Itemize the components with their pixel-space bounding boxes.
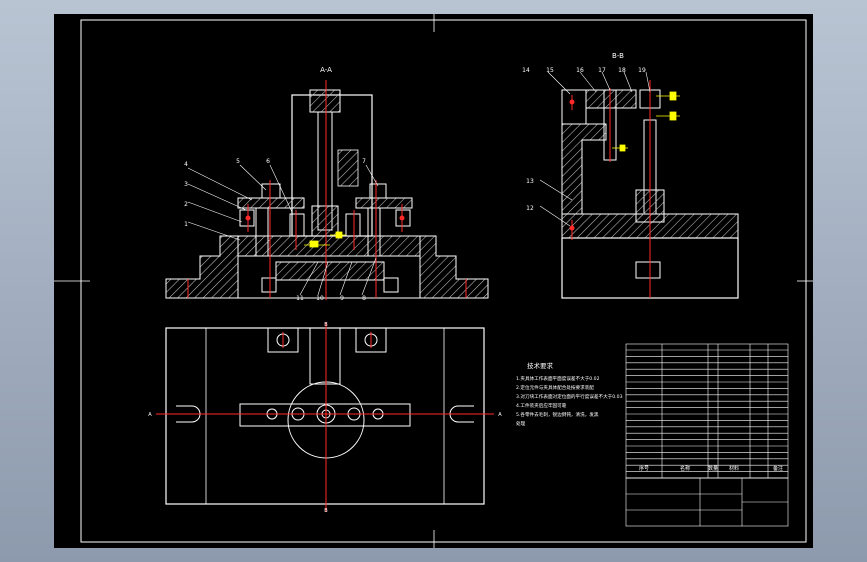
balloon-14: 14 [522, 67, 530, 74]
front-balloons: 1 2 3 4 5 6 7 8 9 10 11 [184, 158, 366, 302]
side-balloons: 12 13 14 15 16 17 18 19 [522, 67, 646, 212]
tech-note-line-5: 5.各零件去毛刺，锐边倒钝，清洗，发黑 [516, 411, 599, 418]
parts-header-remarks: 备注 [773, 465, 783, 472]
balloon-5: 5 [236, 158, 240, 165]
parts-table-header: 序号 名称 数量 材料 备注 [639, 465, 783, 472]
balloon-17: 17 [598, 67, 606, 74]
balloon-19: 19 [638, 67, 646, 74]
balloon-8: 8 [362, 295, 366, 302]
front-section-view: A-A [165, 66, 489, 300]
balloon-9: 9 [340, 295, 344, 302]
balloon-1: 1 [184, 221, 188, 228]
side-section-view: B-B [539, 52, 739, 299]
balloon-4: 4 [184, 161, 188, 168]
balloon-18: 18 [618, 67, 626, 74]
balloon-2: 2 [184, 201, 188, 208]
balloon-11: 11 [296, 295, 304, 302]
tech-notes-title: 技术要求 [527, 361, 554, 370]
section-letter-bottom: B [324, 508, 328, 514]
balloon-7: 7 [362, 158, 366, 165]
frame-center-marks [54, 14, 813, 548]
parts-list-and-title-block [625, 343, 789, 527]
section-letter-left: A [148, 412, 152, 418]
section-letter-top: B [324, 322, 328, 328]
parts-header-material: 材料 [729, 465, 739, 472]
balloon-12: 12 [526, 205, 534, 212]
tech-note-line-2: 2.定位元件与夹具体配合处按要求装配 [516, 384, 594, 391]
tech-note-line-6: 处理 [516, 420, 526, 427]
balloon-6: 6 [266, 158, 270, 165]
parts-header-name: 名称 [680, 465, 690, 472]
balloon-3: 3 [184, 181, 188, 188]
balloon-10: 10 [316, 295, 324, 302]
side-view-title: B-B [612, 52, 624, 60]
balloon-16: 16 [576, 67, 584, 74]
balloon-15: 15 [546, 67, 554, 74]
tech-note-line-4: 4.工件装夹后应牢固可靠 [516, 402, 567, 409]
section-letter-right: A [498, 412, 502, 418]
technical-requirements: 技术要求 1.夹具体工作表面平面度误差不大于0.02 2.定位元件与夹具体配合处… [516, 361, 623, 427]
tech-note-line-3: 3.对刀块工作表面对定位面的平行度误差不大于0.03 [516, 393, 623, 400]
top-view: A A B B [148, 322, 502, 514]
tech-note-line-1: 1.夹具体工作表面平面度误差不大于0.02 [516, 375, 600, 382]
parts-header-qty: 数量 [708, 465, 718, 472]
balloon-13: 13 [526, 178, 534, 185]
front-view-title: A-A [320, 66, 332, 74]
parts-header-no: 序号 [639, 465, 649, 472]
